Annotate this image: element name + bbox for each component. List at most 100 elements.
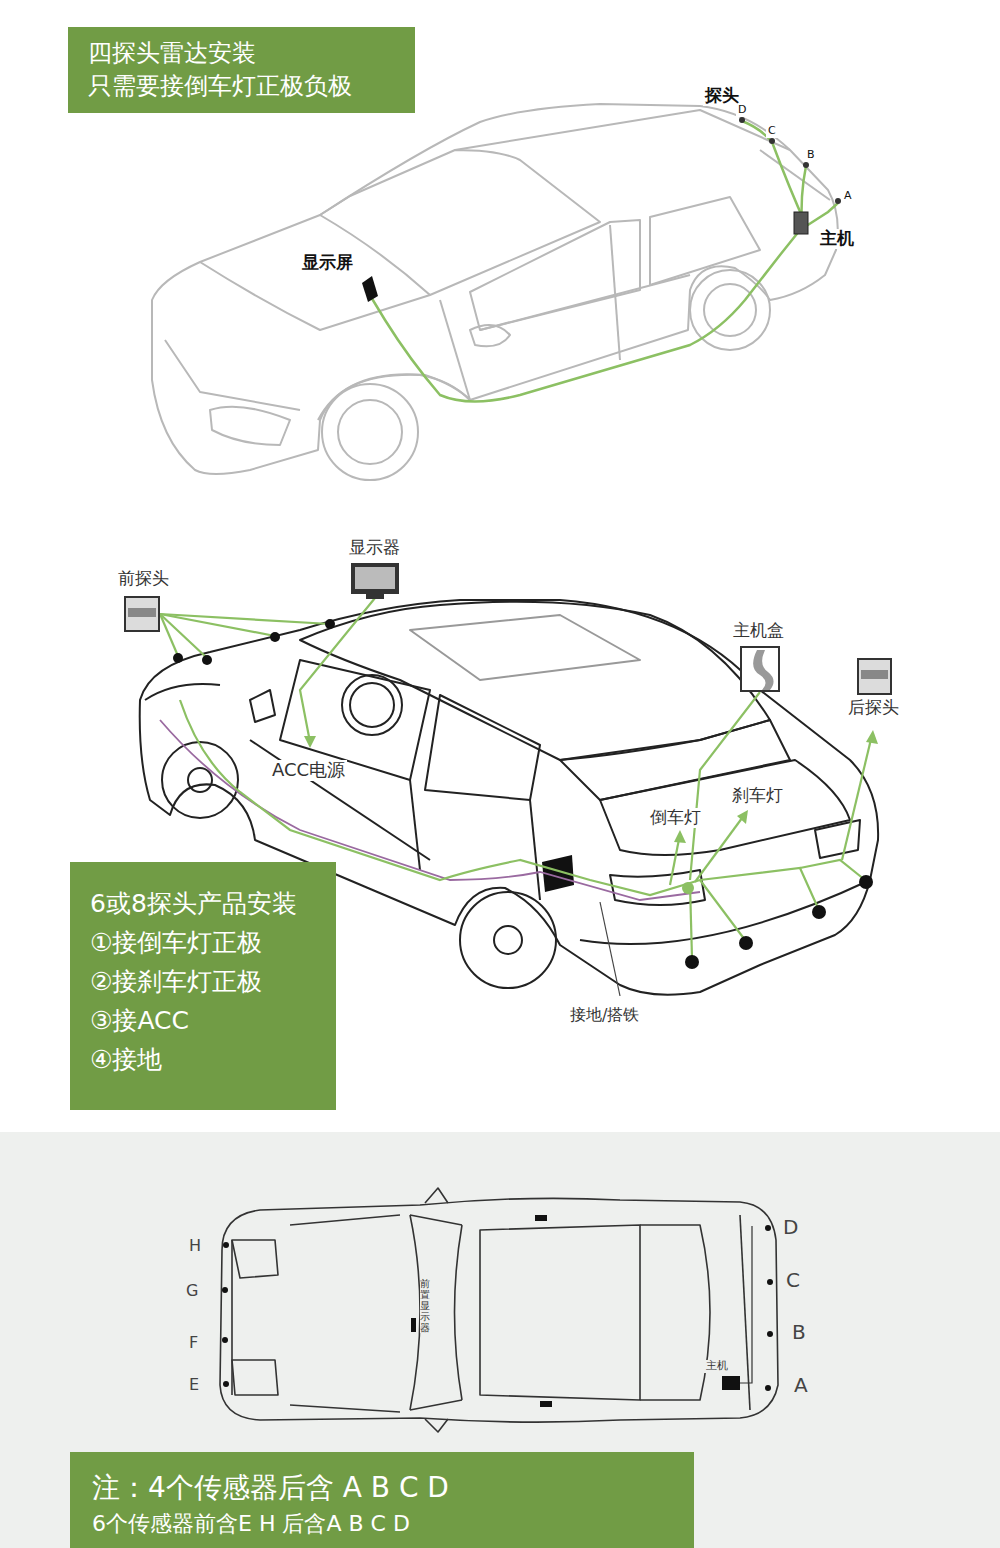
- band-line: 6个传感器前含E H 后含A B C D: [92, 1508, 672, 1540]
- top-view-details: [767, 1331, 773, 1337]
- car-top-view: [410, 1215, 462, 1225]
- display-icon: [351, 563, 399, 594]
- sensor-dots: [325, 619, 335, 629]
- part-name: 主机: [704, 1360, 730, 1373]
- sensor-letter: B: [790, 1321, 808, 1344]
- car-rear-view: [494, 926, 522, 954]
- sensor-letter: H: [187, 1237, 203, 1255]
- sensor-dots: [739, 117, 745, 123]
- arrowheads: [737, 810, 748, 824]
- car-rear-view: [425, 695, 540, 800]
- top-view-details: [767, 1279, 773, 1285]
- band-heading: 四探头雷达安装: [88, 37, 395, 70]
- arrowheads: [866, 730, 878, 744]
- band-line: ④接地: [90, 1040, 316, 1079]
- sensor-dots: [739, 936, 753, 950]
- callout-text: 探头: [703, 86, 741, 106]
- car-side-view: [610, 225, 620, 360]
- wire: [842, 735, 872, 860]
- part-name: ACC电源: [270, 760, 347, 781]
- host-box: [794, 212, 808, 234]
- green-band: 注：4个传感器后含 A B C D6个传感器前含E H 后含A B C D: [70, 1452, 694, 1548]
- sensor-letter: G: [184, 1282, 200, 1300]
- probe-icon: [125, 597, 159, 631]
- band-line: 只需要接倒车灯正极负极: [88, 70, 395, 103]
- car-side-view: [152, 104, 838, 474]
- arrowheads: [304, 730, 878, 843]
- sensor-dots: [859, 875, 873, 889]
- display-icon: [362, 276, 378, 302]
- band-line: ③接ACC: [90, 1001, 316, 1040]
- car-top-view: [410, 1400, 462, 1410]
- top-view-details: [222, 1287, 228, 1293]
- car-rear-view: [460, 892, 556, 988]
- wire: [740, 1226, 752, 1383]
- car-rear-view: [530, 800, 540, 900]
- car-top-view: [455, 1225, 463, 1400]
- part-name: 前置显示器: [420, 1278, 430, 1333]
- sensor-letter: D: [781, 1216, 800, 1239]
- wire: [160, 614, 330, 624]
- car-side-view: [210, 407, 290, 445]
- wire: [700, 868, 818, 908]
- part-name: 刹车灯: [730, 786, 785, 806]
- probe-icon: [858, 659, 891, 694]
- wire: [700, 880, 745, 940]
- part-name: 显示器: [347, 538, 402, 558]
- part-name: 倒车灯: [648, 808, 703, 828]
- green-band: 四探头雷达安装只需要接倒车灯正极负极: [68, 27, 415, 113]
- sensor-dots: [173, 653, 183, 663]
- sensor-letter: C: [784, 1269, 802, 1292]
- part-name: 主机: [818, 229, 856, 249]
- car-top-view: [410, 1215, 420, 1410]
- host-box-icon: [741, 647, 779, 691]
- sensor-letter: E: [187, 1376, 201, 1394]
- top-view-details: [540, 1401, 552, 1407]
- probe-icon: [861, 670, 888, 679]
- car-rear-view: [145, 684, 220, 700]
- sensor-dots: [803, 162, 809, 168]
- top-view-details: [223, 1381, 229, 1387]
- sensor-dots: [739, 117, 841, 204]
- part-name: 接地/搭铁: [568, 1006, 641, 1024]
- car-top-view: [425, 1419, 448, 1432]
- top-view-details: [765, 1225, 771, 1231]
- car-rear-view: [815, 820, 860, 858]
- top-view-details: [765, 1385, 771, 1391]
- car-top-view: [640, 1225, 710, 1400]
- car-side-view: [760, 150, 830, 200]
- car-rear-view: [342, 675, 402, 735]
- part-name: 前探头: [116, 569, 171, 589]
- band-heading: 注：4个传感器后含 A B C D: [92, 1468, 672, 1508]
- wire: [300, 598, 375, 742]
- probe-icon: [128, 608, 156, 617]
- wire: [160, 614, 178, 656]
- top-view-details: [411, 1318, 416, 1332]
- sensor-letter: D: [736, 104, 748, 117]
- sensor-dots: [682, 882, 694, 894]
- top-view-details: [535, 1215, 547, 1221]
- car-side-view: [704, 284, 756, 336]
- band-line: ①接倒车灯正极: [90, 923, 316, 962]
- sensor-letter: A: [792, 1374, 810, 1397]
- band-line: ②接刹车灯正极: [90, 962, 316, 1001]
- car-top-view: [220, 1188, 778, 1432]
- car-side-view: [480, 275, 690, 330]
- display-icon: [366, 594, 384, 599]
- car-rear-view: [250, 740, 430, 860]
- part-name: 主机盒: [731, 621, 786, 641]
- car-top-view: [290, 1405, 400, 1412]
- top-view-details: [722, 1376, 740, 1390]
- sensor-dots: [835, 198, 841, 204]
- sensor-letter: A: [842, 190, 854, 203]
- wire: [368, 230, 800, 402]
- sensor-letter: B: [805, 149, 817, 162]
- ground: [0, 0, 1000, 1132]
- car-top-view: [290, 1215, 400, 1225]
- car-rear-view: [410, 615, 640, 680]
- car-top-view: [232, 1240, 278, 1278]
- sensor-dots: [270, 632, 280, 642]
- wire: [690, 885, 692, 958]
- part-name: 后探头: [846, 698, 901, 718]
- top-view-details: [222, 1215, 773, 1407]
